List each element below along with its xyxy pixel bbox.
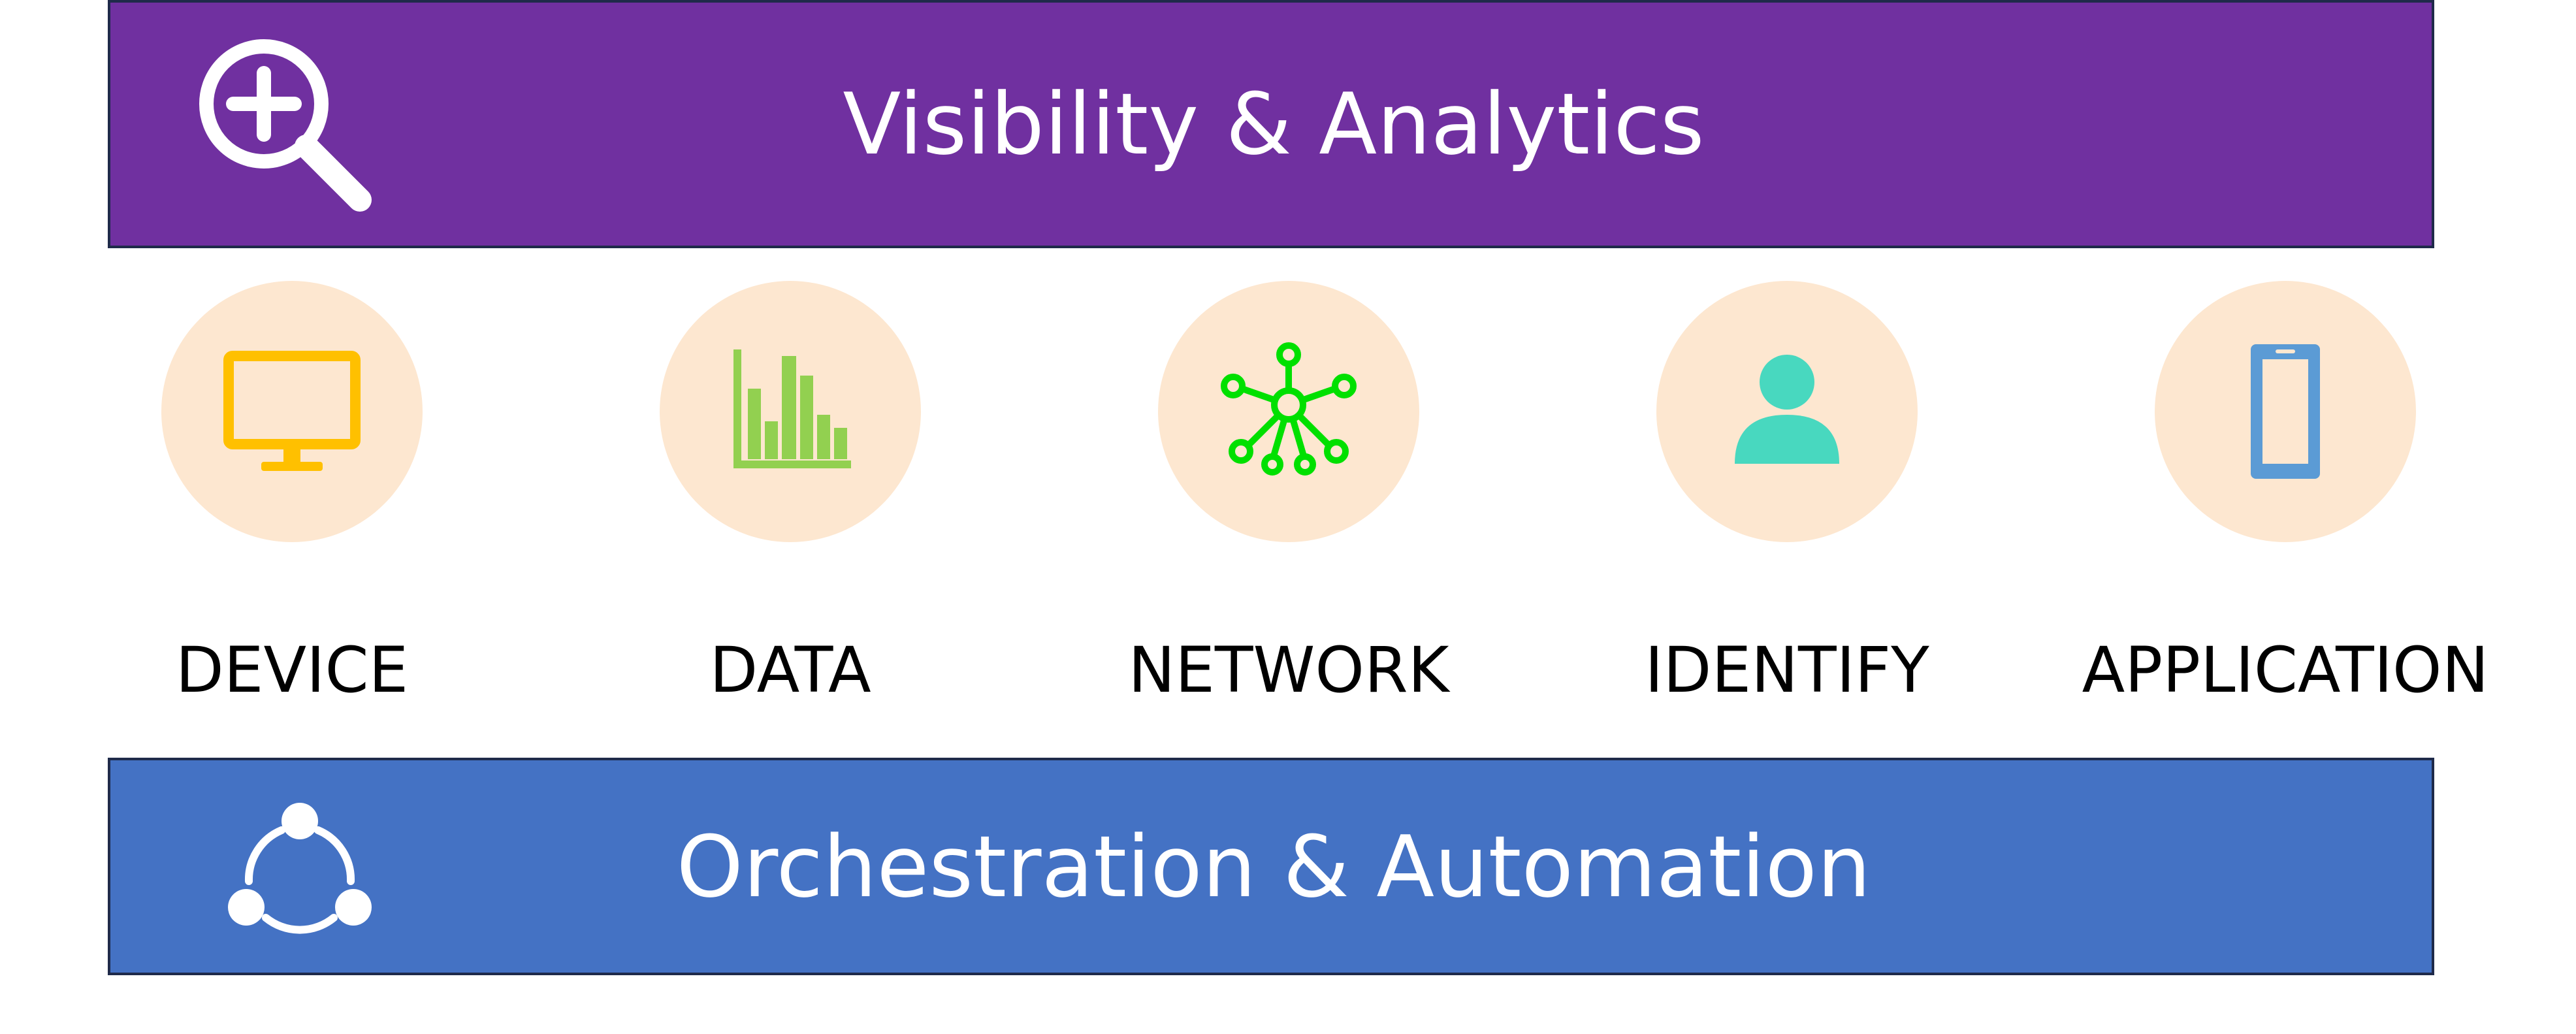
pillar-data: DATA: [562, 281, 1019, 738]
pillar-circle: [161, 281, 423, 542]
pillar-circle: [1158, 281, 1419, 542]
network-hub-icon: [1221, 342, 1357, 476]
bar-chart-icon: [733, 349, 851, 468]
monitor-icon: [223, 351, 361, 471]
banner-title: Visibility & Analytics: [843, 74, 1705, 174]
pillar-label: DATA: [709, 634, 871, 707]
pillars-row: DEVICE DATA: [0, 281, 2576, 738]
pillar-label: NETWORK: [1128, 634, 1449, 707]
smartphone-icon: [2251, 344, 2320, 479]
cycle-nodes-icon: [228, 803, 372, 934]
banner-title: Orchestration & Automation: [676, 816, 1871, 916]
pillar-label: DEVICE: [175, 634, 409, 707]
pillar-circle: [660, 281, 921, 542]
person-icon: [1735, 355, 1839, 464]
pillar-network: NETWORK: [1060, 281, 1517, 738]
pillar-circle: [2155, 281, 2416, 542]
pillar-device: DEVICE: [63, 281, 521, 738]
magnifier-plus-icon: [199, 39, 372, 212]
visibility-analytics-banner: Visibility & Analytics: [108, 0, 2434, 248]
pillar-label: IDENTIFY: [1645, 634, 1929, 707]
orchestration-automation-banner: Orchestration & Automation: [108, 758, 2434, 975]
pillar-label: APPLICATION: [2082, 634, 2489, 707]
pillar-circle: [1656, 281, 1918, 542]
pillar-identify: IDENTIFY: [1558, 281, 2016, 738]
pillar-application: APPLICATION: [2057, 281, 2514, 738]
